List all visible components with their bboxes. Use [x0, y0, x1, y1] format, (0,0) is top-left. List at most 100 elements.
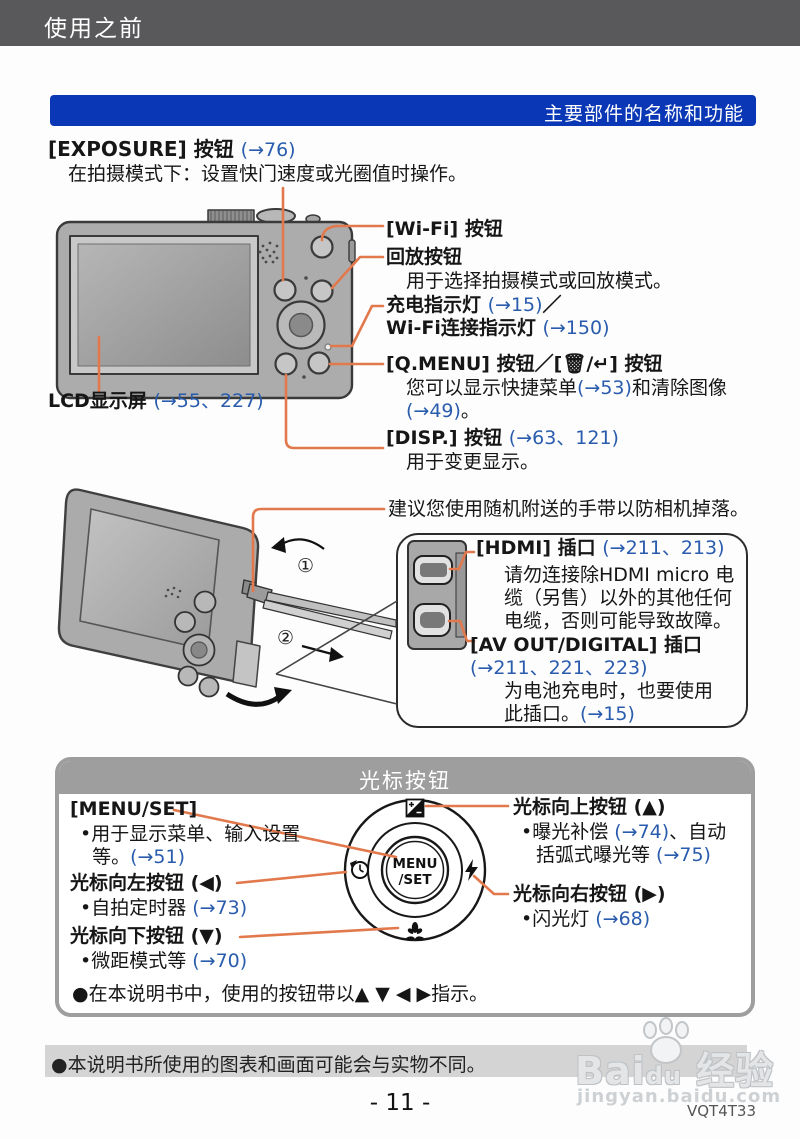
- section-title-bar: 主要部件的名称和功能: [50, 95, 756, 126]
- menu-set-callout-line: [172, 808, 398, 859]
- cursor-left-callout-line: [235, 870, 348, 885]
- speaker-holes: [258, 241, 279, 264]
- marker-dot: [304, 276, 308, 280]
- open-door-arrow: [225, 691, 281, 707]
- cursor-up-desc-1: •曝光补偿 (→74)、自动: [521, 821, 727, 843]
- cursor-down-desc: •微距模式等 (→70): [80, 950, 248, 972]
- footer-note: ●本说明书所使用的图表和画面可能会与实物不同。: [51, 1054, 486, 1076]
- av-out-label: [AV OUT/DIGITAL] 插口: [470, 634, 702, 656]
- wifi-callout-line: [320, 224, 385, 242]
- qmenu-button: [307, 351, 331, 375]
- menu-set-button: [380, 835, 450, 905]
- chapter-header-bar: 使用之前: [0, 0, 800, 46]
- charging-lamp: [324, 343, 332, 351]
- charge-lamp-callout-line: [329, 304, 385, 348]
- cursor-up-desc-2: 括弧式曝光等 (→75): [536, 844, 711, 866]
- chapter-title: 使用之前: [44, 16, 144, 42]
- hdmi-desc-1: 请勿连接除HDMI micro 电: [504, 564, 735, 586]
- exposure-desc: 在拍摄模式下：设置快门速度或光圈值时操作。: [68, 163, 468, 185]
- baidu-paw-icon: [643, 1017, 689, 1064]
- strap-lug: [348, 239, 356, 263]
- wifi-label: [Wi-Fi] 按钮: [386, 218, 503, 240]
- watermark-url: jingyan.baidu.com: [577, 1086, 782, 1107]
- qmenu-label: [Q.MENU] 按钮／[🗑/↵] 按钮: [386, 353, 663, 375]
- strap-band: [262, 599, 393, 640]
- baidu-jingyan-watermark: Baidu 经验 jingyan.baidu.com: [575, 1022, 795, 1112]
- disp-desc: 用于变更显示。: [406, 451, 540, 473]
- strap-note: 建议您使用随机附送的手带以防相机掉落。: [388, 498, 750, 520]
- step1-label: ①: [297, 555, 314, 577]
- exposure-compensation-icon: [405, 798, 425, 818]
- cursor-right-label: 光标向右按钮 (▶): [513, 883, 666, 905]
- watermark-logo: Baidu 经验: [575, 1049, 775, 1093]
- zoom-guide-line: [275, 600, 398, 675]
- av-out-port-slot: [420, 612, 445, 628]
- callout-lines: [97, 186, 510, 939]
- playback-button: [310, 279, 334, 303]
- cursor-up-label: 光标向上按钮 (▲): [513, 796, 666, 818]
- playback-label: 回放按钮: [386, 246, 463, 268]
- cursor-box-title: 光标按钮: [359, 769, 451, 793]
- footer-note-bar: ●本说明书所使用的图表和画面可能会与实物不同。: [45, 1045, 747, 1077]
- qmenu-desc-1: 您可以显示快捷菜单(→53)和清除图像: [406, 377, 727, 399]
- menu-set-desc-2: 等。(→51): [80, 846, 186, 868]
- disp-callout-line: [284, 373, 385, 450]
- exposure-button: [273, 278, 297, 302]
- menu-set-label-2: /SET: [398, 872, 432, 888]
- av-out-refs: (→211、221、223): [470, 657, 648, 679]
- step1-arrow: [279, 538, 325, 550]
- lcd-screen: [77, 243, 251, 367]
- qmenu-button: [198, 676, 220, 698]
- hdmi-label: [HDMI] 插口 (→211、213): [476, 537, 725, 559]
- playback-callout-line: [330, 255, 385, 290]
- menu-set-label-1: MENU: [393, 856, 438, 872]
- hdmi-port-slot: [420, 563, 447, 577]
- menu-set-button-inner: [385, 840, 445, 900]
- hdmi-callout-line: [448, 550, 476, 571]
- camera-rear-diagram: [55, 208, 356, 400]
- charge-lamp-label: 充电指示灯 (→15)／: [386, 294, 562, 316]
- port-panel-diagram: [407, 540, 467, 650]
- section-title: 主要部件的名称和功能: [543, 103, 744, 125]
- lcd-label: LCD显示屏 (→55、227): [48, 390, 264, 412]
- cursor-down-label: 光标向下按钮 (▼): [70, 925, 223, 947]
- cursor-left-label: 光标向左按钮 (◀): [70, 872, 223, 894]
- open-door-arrowhead: [274, 687, 292, 704]
- disp-button: [177, 665, 199, 687]
- qmenu-desc-2: (→49)。: [406, 400, 480, 422]
- av-out-callout-line: [447, 619, 476, 643]
- page-number: - 11 -: [369, 1090, 431, 1116]
- cursor-down-callout-line: [238, 926, 400, 939]
- control-ring-center: [288, 312, 314, 338]
- playback-button: [193, 590, 217, 614]
- flash-icon: [465, 859, 478, 881]
- step1-arrowhead: [271, 537, 286, 553]
- step2-label: ②: [277, 627, 294, 649]
- document-code: VQT4T33: [686, 1102, 756, 1120]
- exposure-label: [EXPOSURE] 按钮 (→76): [48, 137, 296, 161]
- cursor-pad-diagram: MENU /SET: [343, 798, 487, 942]
- control-ring-center: [190, 641, 208, 659]
- cursor-right-callout-line: [472, 874, 510, 896]
- disp-label: [DISP.] 按钮 (→63、121): [386, 427, 619, 449]
- macro-icon: [406, 922, 424, 941]
- zoom-guide-line: [275, 673, 398, 705]
- cursor-right-desc: •闪光灯 (→68): [521, 908, 651, 930]
- disp-button: [274, 352, 298, 376]
- connector-door: [232, 640, 261, 688]
- hdmi-desc-3: 电缆，否则可能导致故障。: [504, 610, 733, 632]
- cursor-box-note: ●在本说明书中，使用的按钮带以▲ ▼ ◀ ▶指示。: [72, 983, 489, 1005]
- hdmi-desc-2: 缆（另售）以外的其他任何: [504, 587, 733, 609]
- cursor-box-header: 光标按钮: [59, 761, 751, 794]
- camera-strap-diagram: ① ②: [57, 488, 398, 707]
- menu-set-desc-1: •用于显示菜单、输入设置: [80, 823, 301, 845]
- exposure-button: [174, 611, 196, 633]
- cursor-left-desc: •自拍定时器 (→73): [80, 897, 248, 919]
- strap-callout-line: [251, 507, 386, 593]
- playback-desc: 用于选择拍摄模式或回放模式。: [406, 270, 673, 292]
- wifi-lamp-label: Wi-Fi连接指示灯 (→150): [386, 317, 610, 339]
- av-out-desc-1: 为电池充电时，也要使用: [504, 680, 714, 702]
- strap-band: [265, 591, 397, 628]
